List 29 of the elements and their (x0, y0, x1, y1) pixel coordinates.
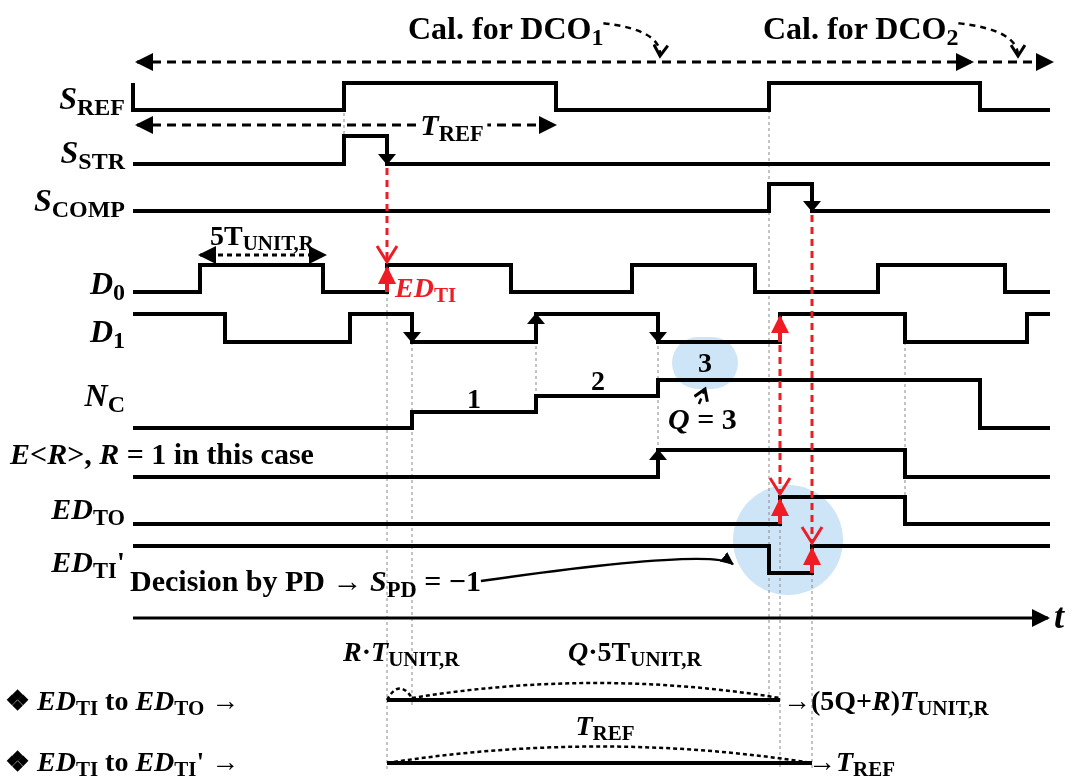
axis-label: t (1054, 595, 1064, 638)
signal-label: N$_{C}$ (84, 376, 125, 415)
event-label: ED$_{TI}$ (395, 271, 457, 305)
callout-text: Decision by PD → S$_{PD}$ = −1 (130, 566, 481, 596)
signal-label: S$_{STR}$ (60, 133, 125, 172)
signal-label: D$_{0}$ (89, 264, 125, 303)
callout-text: Cal. for DCO$_{1}$ (408, 12, 604, 44)
interval-label: T$_{REF}$ (575, 709, 635, 743)
interval-label: →T$_{REF}$ (808, 745, 896, 777)
signal-label: ED$_{TO}$ (51, 491, 125, 528)
callout-text: Cal. for DCO$_{2}$ (763, 12, 959, 44)
dimension-label: 5T$_{UNIT,R}$ (209, 219, 315, 253)
dashed-arrow (603, 21, 669, 58)
signal-label: ED$_{TI}$' (51, 544, 125, 581)
interval-label: →(5Q+R)T$_{UNIT,R}$ (783, 684, 989, 718)
signal-label: S$_{REF}$ (59, 79, 125, 118)
curved-arrow (480, 553, 734, 583)
interval-label: ❖ ED$_{TI}$ to ED$_{TO}$ → (5, 684, 240, 718)
count-value: 1 (467, 382, 481, 416)
signal-label: E<R>, R = 1 in this case (10, 436, 314, 472)
interval-label: ❖ ED$_{TI}$ to ED$_{TI}$' → (5, 745, 240, 777)
interval-label: Q·5T$_{UNIT,R}$ (568, 635, 702, 669)
dashed-arrow (692, 387, 709, 405)
signal-label: S$_{COMP}$ (33, 181, 125, 220)
dashed-arrow (958, 21, 1026, 58)
signal-label: D$_{1}$ (89, 312, 125, 351)
interval-label: R·T$_{UNIT,R}$ (343, 635, 460, 669)
count-value: 2 (591, 364, 605, 398)
callout-text: Q = 3 (668, 404, 737, 434)
